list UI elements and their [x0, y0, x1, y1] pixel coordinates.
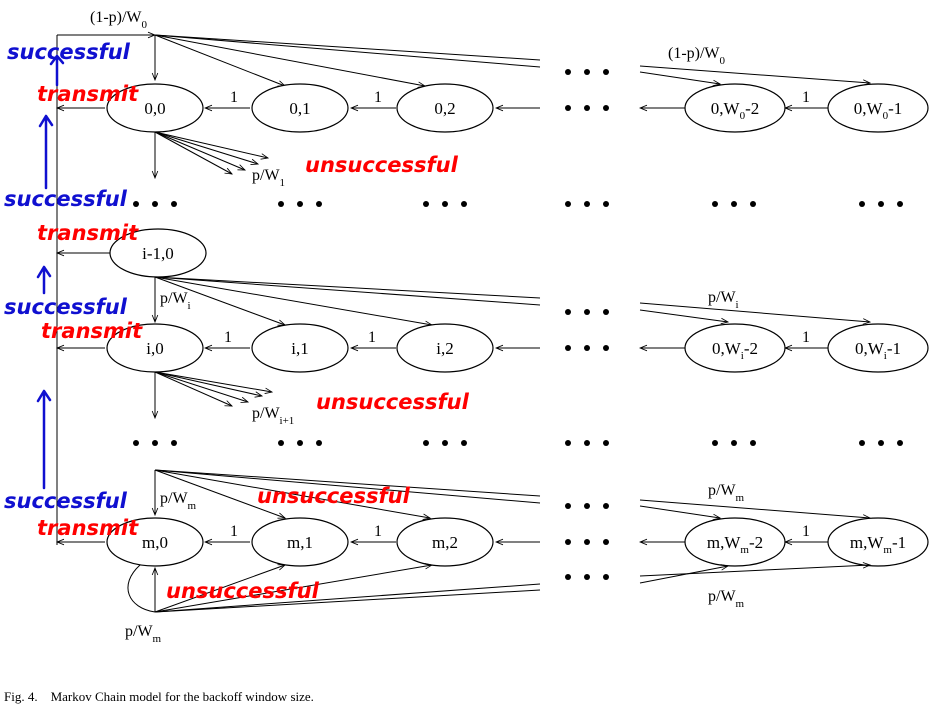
state-i-0-label: i,0 [146, 339, 163, 358]
state-0-wi-minus-2-label: 0,Wi-2 [712, 339, 758, 362]
annotation-successful: successful [4, 489, 128, 513]
ellipsis-dots-row-2 [133, 440, 903, 446]
state-0-w0-minus-2 [684, 83, 786, 133]
edge-label-1: 1 [802, 523, 810, 540]
annotation-transmit: transmit [41, 319, 143, 343]
state-0-w0-minus-1 [827, 83, 929, 133]
state-i-1-label: i,1 [291, 339, 308, 358]
blue-handdrawn-arrows [36, 54, 65, 490]
state-0-2-label: 0,2 [434, 99, 455, 118]
state-i-minus-1-0-label: i-1,0 [142, 244, 174, 263]
state-m-0 [106, 517, 204, 567]
edge-label-p-w1: p/W1 [252, 167, 285, 189]
row-0: 0,0 0,1 0,2 0,W0-2 0,W0-1 1 1 1 [57, 83, 929, 133]
state-0-w0-minus-2-label: 0,W0-2 [711, 99, 759, 122]
top-row-transition-edges [155, 34, 870, 86]
state-m-1-label: m,1 [287, 533, 313, 552]
state-0-wi-minus-2 [684, 323, 786, 373]
ellipsis-dots-row-1 [133, 69, 903, 207]
edge-label-1: 1 [224, 329, 232, 346]
row-m-transition-edges [155, 469, 870, 518]
row-0-unsuccessful-fan [155, 131, 268, 178]
edge-label-p-wi-right: p/Wi [708, 289, 739, 311]
state-0-wi-minus-1-label: 0,Wi-1 [855, 339, 901, 362]
state-m-wm-minus-2 [684, 517, 786, 567]
state-m-wm-minus-1-label: m,Wm-1 [850, 533, 906, 556]
state-m-2 [396, 517, 494, 567]
edge-label-1: 1 [802, 89, 810, 106]
state-m-2-label: m,2 [432, 533, 458, 552]
annotation-successful: successful [4, 295, 128, 319]
state-0-2 [396, 83, 494, 133]
edge-label-p-wi1: p/Wi+1 [252, 405, 294, 427]
annotation-unsuccessful: unsuccessful [257, 484, 411, 508]
state-0-1 [251, 83, 349, 133]
edge-label-p-wi-left: p/Wi [160, 290, 191, 312]
row-i-unsuccessful-fan [155, 371, 272, 418]
edge-label-1: 1 [802, 329, 810, 346]
row-i-transition-edges [155, 276, 870, 325]
edge-label-p-wm-right-top: p/Wm [708, 482, 745, 504]
state-0-0-label: 0,0 [144, 99, 165, 118]
annotation-unsuccessful: unsuccessful [316, 390, 470, 414]
edge-label-top-left: (1-p)/W0 [90, 9, 148, 31]
state-i-2-label: i,2 [436, 339, 453, 358]
row-i: i,0 i,1 i,2 0,Wi-2 0,Wi-1 1 1 1 [57, 309, 929, 373]
annotation-successful: successful [7, 40, 131, 64]
edge-label-1: 1 [230, 523, 238, 540]
edge-label-1: 1 [230, 89, 238, 106]
state-i-1 [251, 323, 349, 373]
annotation-unsuccessful: unsuccessful [305, 153, 459, 177]
annotation-unsuccessful: unsuccessful [166, 579, 320, 603]
success-return-line [56, 35, 155, 545]
edge-label-p-wm-bottom: p/Wm [125, 623, 162, 645]
row-m: m,0 m,1 m,2 m,Wm-2 m,Wm-1 1 1 1 [57, 503, 929, 580]
annotation-transmit: transmit [37, 82, 139, 106]
edge-label-p-wm-right-bottom: p/Wm [708, 588, 745, 610]
edge-label-top-right: (1-p)/W0 [668, 45, 726, 67]
edge-label-p-wm-left: p/Wm [160, 490, 197, 512]
edge-label-1: 1 [374, 523, 382, 540]
state-i-2 [396, 323, 494, 373]
state-0-w0-minus-1-label: 0,W0-1 [854, 99, 902, 122]
annotation-transmit: transmit [37, 516, 139, 540]
state-m-1 [251, 517, 349, 567]
state-m-0-label: m,0 [142, 533, 168, 552]
edge-label-1: 1 [368, 329, 376, 346]
state-m-wm-minus-1 [827, 517, 929, 567]
figure-caption: Fig. 4. Markov Chain model for the backo… [4, 689, 314, 704]
state-m-wm-minus-2-label: m,Wm-2 [707, 533, 763, 556]
row-m-loop-edges [127, 565, 870, 613]
edge-label-1: 1 [374, 89, 382, 106]
annotation-transmit: transmit [37, 221, 139, 245]
state-0-1-label: 0,1 [289, 99, 310, 118]
annotation-successful: successful [4, 187, 128, 211]
state-0-wi-minus-1 [827, 323, 929, 373]
